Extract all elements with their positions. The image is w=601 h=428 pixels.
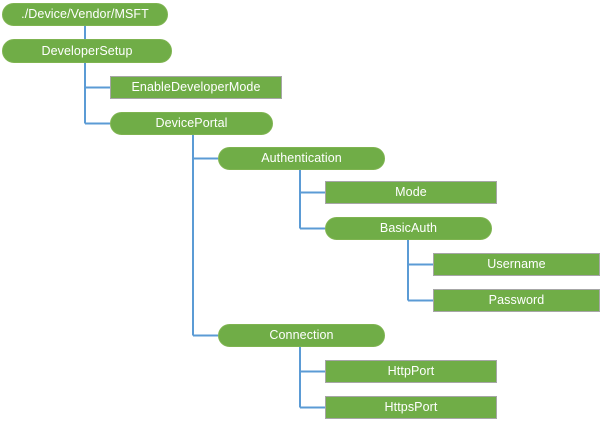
node-developersetup[interactable]: DeveloperSetup: [2, 39, 172, 63]
node-enabledevelopermode-label: EnableDeveloperMode: [131, 80, 261, 95]
node-root[interactable]: ./Device/Vendor/MSFT: [2, 3, 168, 26]
node-authentication-label: Authentication: [261, 151, 342, 166]
node-basicauth[interactable]: BasicAuth: [325, 217, 492, 240]
node-password-label: Password: [488, 293, 545, 308]
node-httpsport[interactable]: HttpsPort: [325, 396, 497, 419]
node-deviceportal[interactable]: DevicePortal: [110, 112, 273, 135]
node-authentication[interactable]: Authentication: [218, 147, 385, 170]
node-httpport-label: HttpPort: [387, 364, 435, 379]
node-username[interactable]: Username: [433, 253, 600, 276]
node-mode-label: Mode: [395, 185, 427, 200]
node-enabledevelopermode[interactable]: EnableDeveloperMode: [110, 76, 282, 99]
node-root-label: ./Device/Vendor/MSFT: [21, 7, 149, 22]
node-httpport[interactable]: HttpPort: [325, 360, 497, 383]
node-developersetup-label: DeveloperSetup: [41, 43, 133, 58]
node-username-label: Username: [487, 257, 546, 272]
node-basicauth-label: BasicAuth: [379, 221, 438, 236]
node-connection[interactable]: Connection: [218, 324, 385, 347]
node-httpsport-label: HttpsPort: [384, 400, 438, 415]
node-password[interactable]: Password: [433, 289, 600, 312]
node-mode[interactable]: Mode: [325, 181, 497, 204]
node-connection-label: Connection: [269, 328, 334, 343]
node-deviceportal-label: DevicePortal: [155, 116, 228, 131]
